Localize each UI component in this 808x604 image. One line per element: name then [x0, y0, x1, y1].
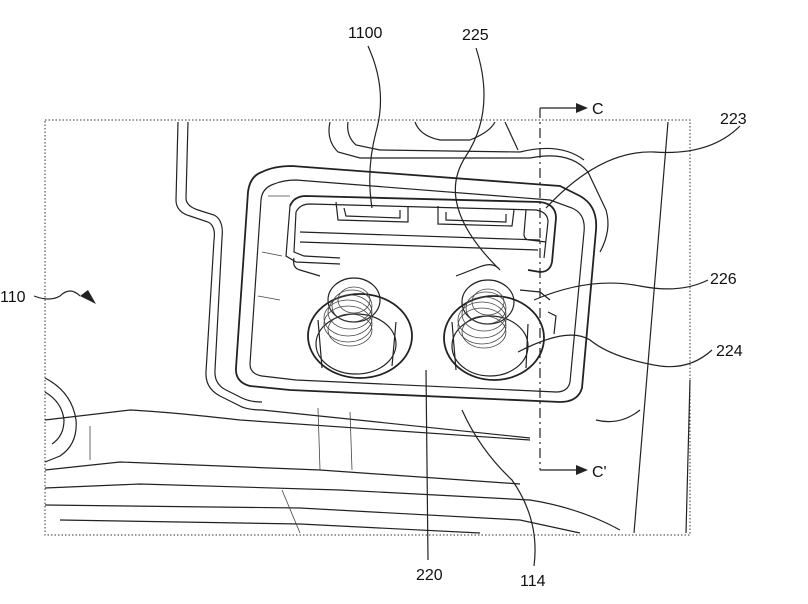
leader-224: [517, 334, 713, 368]
label-223: 223: [720, 111, 747, 128]
label-114: 114: [520, 573, 546, 590]
section-line: [539, 103, 588, 475]
contact-frame: [285, 195, 557, 273]
arrow-110: [80, 290, 96, 304]
label-226: 226: [710, 271, 737, 288]
leader-110: [33, 290, 81, 300]
leader-226: [533, 279, 709, 301]
section-arrow-top: [576, 103, 588, 113]
label-225: 225: [462, 27, 489, 44]
leader-114: [461, 409, 536, 567]
label-224: 224: [716, 343, 743, 360]
section-label-top: C: [592, 101, 604, 118]
section-arrow-bottom: [576, 465, 588, 475]
leader-1100: [367, 45, 382, 209]
housing-left-rib: [175, 121, 531, 439]
label-220: 220: [416, 567, 443, 584]
leader-lines: [33, 45, 741, 567]
leader-225: [454, 47, 499, 269]
right-spring: [443, 264, 557, 381]
outer-frame: [44, 119, 691, 536]
leader-223: [545, 125, 741, 209]
section-label-bottom: C': [592, 464, 607, 481]
label-110: 110: [0, 289, 26, 306]
left-spring: [293, 257, 413, 379]
leader-220: [425, 369, 429, 561]
label-1100: 1100: [348, 25, 383, 42]
housing-right-edge: [633, 121, 691, 534]
lower-base: [44, 377, 641, 534]
contact-cavity: [235, 165, 598, 403]
